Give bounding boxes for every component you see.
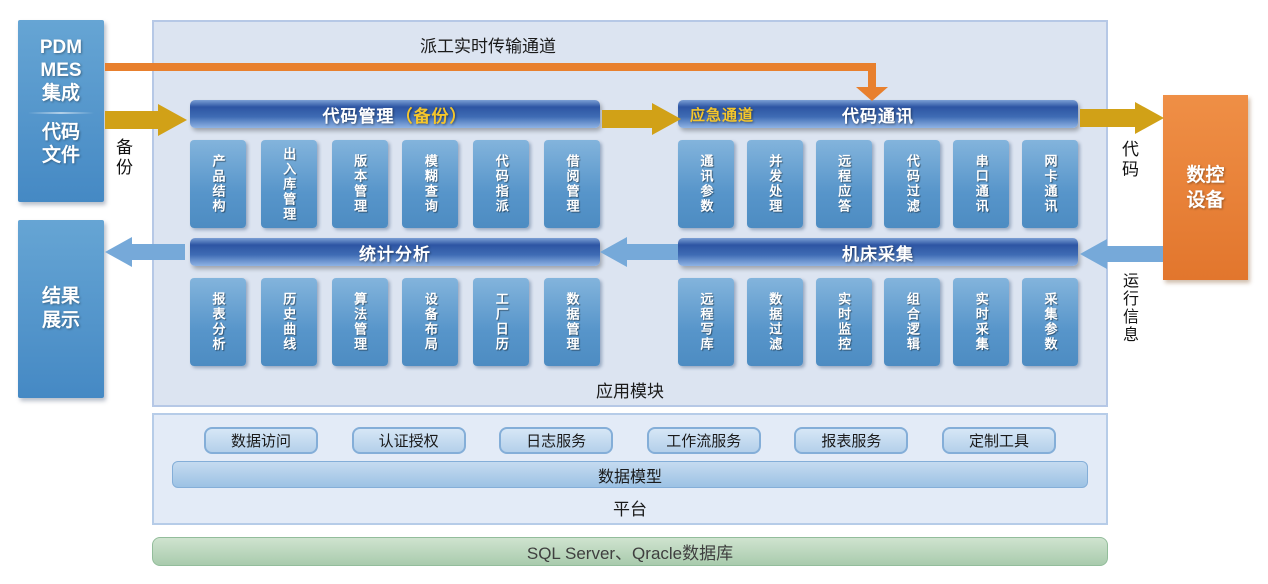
dispatch-channel-line: [105, 63, 876, 71]
module-row: 通讯参数并发处理远程应答代码过滤串口通讯网卡通讯: [678, 140, 1078, 228]
backup-label: 备份: [113, 138, 132, 178]
collect-to-stats-arrowhead-icon: [600, 237, 627, 267]
module-row: 远程写库数据过滤实时监控组合逻辑实时采集采集参数: [678, 278, 1078, 366]
platform-service-button: 认证授权: [351, 427, 466, 454]
module-box: 借阅管理: [543, 140, 600, 228]
section-title: 统计分析: [359, 244, 431, 264]
mes-line: MES: [40, 60, 82, 81]
device-line: 设备: [1186, 189, 1225, 211]
module-box: 网卡通讯: [1021, 140, 1078, 228]
module-box: 组合逻辑: [884, 278, 941, 366]
module-box: 远程应答: [815, 140, 872, 228]
platform-service-button: 日志服务: [499, 427, 614, 454]
module-box: 版本管理: [331, 140, 388, 228]
module-box: 远程写库: [678, 278, 734, 366]
platform-service-button: 工作流服务: [646, 427, 761, 454]
module-row: 报表分析历史曲线算法管理设备布局工厂日历数据管理: [190, 278, 600, 366]
section-header: 统计分析: [190, 238, 600, 266]
section-code-communication: 应急通道 代码通讯 通讯参数并发处理远程应答代码过滤串口通讯网卡通讯: [678, 100, 1078, 228]
module-box: 模糊查询: [402, 140, 459, 228]
module-box: 数据管理: [543, 278, 600, 366]
database-bar: SQL Server、Qracle数据库: [152, 537, 1108, 566]
module-box: 通讯参数: [678, 140, 734, 228]
module-box: 实时采集: [953, 278, 1010, 366]
module-box: 代码指派: [473, 140, 530, 228]
module-box: 数据过滤: [746, 278, 803, 366]
pdm-mes-integration-box: PDM MES 集成 代码 文件: [18, 20, 104, 202]
module-box: 工厂日历: [473, 278, 530, 366]
platform-service-button: 报表服务: [794, 427, 909, 454]
mgmt-to-comm-arrow: [602, 110, 652, 128]
emergency-channel-badge: 应急通道: [690, 106, 755, 124]
code-to-device-arrow: [1080, 109, 1135, 127]
dispatch-channel-label: 派工实时传输通道: [420, 37, 556, 56]
module-box: 并发处理: [746, 140, 803, 228]
integration-line: 集成: [41, 83, 80, 104]
section-code-management: 代码管理（备份） 产品结构出入库管理版本管理模糊查询代码指派借阅管理: [190, 100, 600, 228]
code-file-line: 文件: [41, 145, 80, 166]
module-box: 产品结构: [190, 140, 246, 228]
module-box: 采集参数: [1021, 278, 1078, 366]
platform-label: 平台: [613, 500, 647, 519]
section-header: 机床采集: [678, 238, 1078, 266]
result-display-box: 结果 展示: [18, 220, 104, 398]
device-to-collect-arrow: [1106, 246, 1163, 262]
section-machine-collection: 机床采集 远程写库数据过滤实时监控组合逻辑实时采集采集参数: [678, 238, 1078, 366]
divider: [28, 112, 94, 114]
dispatch-channel-arrowhead-icon: [856, 87, 888, 101]
backup-arrow: [105, 111, 158, 129]
mgmt-to-comm-arrowhead-icon: [652, 103, 681, 135]
section-title: 机床采集: [842, 244, 914, 264]
result-line: 展示: [41, 310, 80, 331]
section-header: 应急通道 代码通讯: [678, 100, 1078, 128]
section-title: 代码管理: [322, 106, 395, 126]
platform-services-row: 数据访问 认证授权 日志服务 工作流服务 报表服务 定制工具: [154, 427, 1106, 454]
cnc-device-box: 数控 设备: [1163, 95, 1248, 280]
platform-container: 数据访问 认证授权 日志服务 工作流服务 报表服务 定制工具 数据模型 平台: [152, 413, 1108, 525]
run-info-label: 运行信息: [1120, 272, 1137, 344]
result-arrowhead-icon: [105, 237, 132, 267]
stats-to-result-arrow: [131, 244, 185, 260]
module-box: 串口通讯: [953, 140, 1010, 228]
platform-service-button: 数据访问: [204, 427, 318, 454]
module-box: 代码过滤: [884, 140, 941, 228]
module-row: 产品结构出入库管理版本管理模糊查询代码指派借阅管理: [190, 140, 600, 228]
section-statistics-analysis: 统计分析 报表分析历史曲线算法管理设备布局工厂日历数据管理: [190, 238, 600, 366]
module-box: 实时监控: [815, 278, 872, 366]
code-file-line: 代码: [41, 122, 80, 143]
module-box: 出入库管理: [260, 140, 317, 228]
module-box: 设备布局: [402, 278, 459, 366]
result-line: 结果: [41, 286, 80, 307]
platform-service-button: 定制工具: [941, 427, 1056, 454]
runinfo-arrowhead-icon: [1080, 239, 1107, 269]
code-label: 代码: [1119, 140, 1138, 180]
section-header: 代码管理（备份）: [190, 100, 600, 128]
section-title: 代码通讯: [842, 106, 914, 126]
device-line: 数控: [1186, 164, 1225, 186]
pdm-line: PDM: [39, 37, 83, 58]
code-to-device-arrowhead-icon: [1135, 102, 1164, 134]
app-modules-label: 应用模块: [596, 382, 664, 401]
dispatch-channel-line-vertical: [868, 63, 876, 88]
collect-to-stats-arrow: [626, 244, 678, 260]
module-box: 报表分析: [190, 278, 246, 366]
data-model-bar: 数据模型: [172, 461, 1088, 488]
module-box: 历史曲线: [260, 278, 317, 366]
module-box: 算法管理: [331, 278, 388, 366]
section-title-suffix: （备份）: [395, 106, 468, 126]
backup-arrowhead-icon: [158, 104, 187, 136]
